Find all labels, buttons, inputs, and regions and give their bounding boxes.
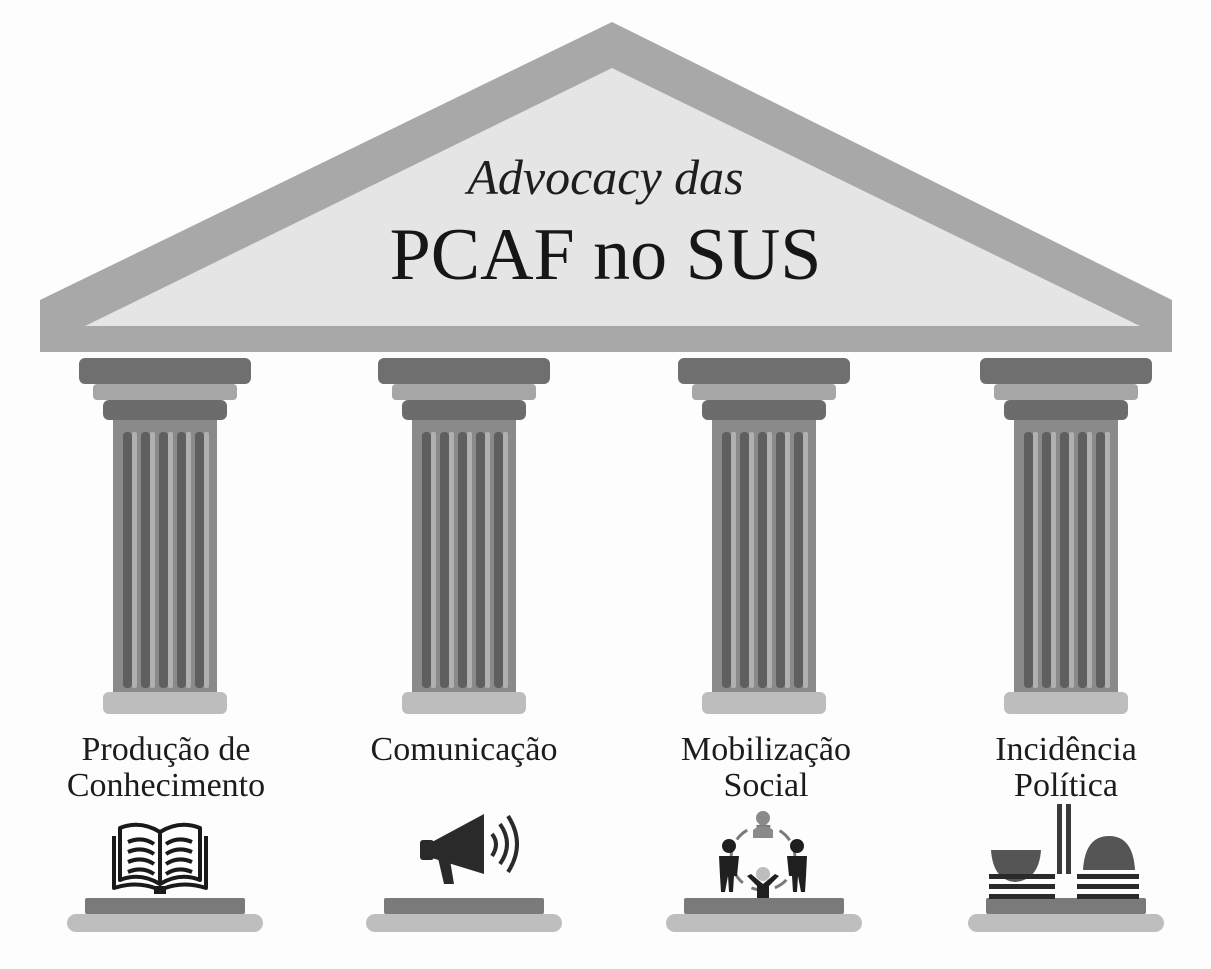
pillar-label-line1: Comunicação: [370, 731, 558, 768]
capital-bottom: [1004, 400, 1128, 420]
shaft-flute: [141, 432, 150, 688]
pediment-inner: [85, 68, 1140, 326]
people-circle-icon: [719, 811, 807, 898]
congress-building-icon: [989, 804, 1139, 899]
pediment: [40, 22, 1172, 352]
shaft-flute: [758, 432, 767, 688]
capital-middle: [692, 384, 836, 400]
shaft-highlight: [1033, 432, 1038, 688]
shaft-highlight: [503, 432, 508, 688]
capital-top: [378, 358, 550, 384]
column-base: [1004, 692, 1128, 714]
open-book-icon: [112, 822, 208, 894]
shaft-flute: [476, 432, 485, 688]
shaft-highlight: [449, 432, 454, 688]
capital-middle: [93, 384, 237, 400]
shaft-flute: [458, 432, 467, 688]
shaft-highlight: [785, 432, 790, 688]
shaft-flute: [123, 432, 132, 688]
shaft-flute: [1042, 432, 1051, 688]
shaft-flute: [776, 432, 785, 688]
shaft-flute: [1078, 432, 1087, 688]
shaft-highlight: [467, 432, 472, 688]
capital-bottom: [103, 400, 227, 420]
shaft-highlight: [767, 432, 772, 688]
pillar-label-incidencia: Incidência Política: [926, 732, 1206, 804]
capital-middle: [392, 384, 536, 400]
shaft-flute: [1060, 432, 1069, 688]
shaft-highlight: [186, 432, 191, 688]
shaft-flute: [440, 432, 449, 688]
shaft-flute: [195, 432, 204, 688]
pillar-label-line1: Produção de: [81, 731, 251, 768]
pillar-label-producao: Produção de Conhecimento: [26, 732, 306, 804]
platform-bottom: [67, 914, 263, 932]
column-comunicacao: [366, 358, 562, 932]
shaft-highlight: [485, 432, 490, 688]
shaft-highlight: [803, 432, 808, 688]
shaft-flute: [794, 432, 803, 688]
shaft-highlight: [1051, 432, 1056, 688]
platform-top: [684, 898, 844, 914]
shaft-flute: [177, 432, 186, 688]
column-base: [103, 692, 227, 714]
shaft-highlight: [168, 432, 173, 688]
title-line1: Advocacy das: [467, 149, 744, 205]
platform-bottom: [366, 914, 562, 932]
platform-top: [85, 898, 245, 914]
capital-top: [980, 358, 1152, 384]
shaft-flute: [722, 432, 731, 688]
shaft-highlight: [150, 432, 155, 688]
shaft-flute: [740, 432, 749, 688]
capital-middle: [994, 384, 1138, 400]
shaft-highlight: [132, 432, 137, 688]
capital-bottom: [402, 400, 526, 420]
shaft-highlight: [1069, 432, 1074, 688]
pillar-label-line1: Incidência: [995, 731, 1137, 768]
shaft-highlight: [204, 432, 209, 688]
column-base: [702, 692, 826, 714]
megaphone-icon: [420, 814, 519, 884]
platform-top: [384, 898, 544, 914]
pillar-label-line2: Conhecimento: [66, 767, 266, 804]
shaft-flute: [1024, 432, 1033, 688]
platform-top: [986, 898, 1146, 914]
column-producao: [67, 358, 263, 932]
shaft-highlight: [1105, 432, 1110, 688]
pillar-label-mobilizacao: Mobilização Social: [626, 732, 906, 804]
shaft-flute: [422, 432, 431, 688]
column-incidencia: [968, 358, 1164, 932]
columns: [67, 358, 1164, 932]
shaft-flute: [159, 432, 168, 688]
platform-bottom: [666, 914, 862, 932]
pillar-label-line2: Política: [1014, 767, 1118, 804]
shaft-flute: [494, 432, 503, 688]
shaft-highlight: [1087, 432, 1092, 688]
title-line2: PCAF no SUS: [389, 214, 822, 296]
capital-top: [678, 358, 850, 384]
capital-bottom: [702, 400, 826, 420]
pillar-label-line2: Social: [723, 767, 809, 804]
column-mobilizacao: [666, 358, 862, 932]
shaft-highlight: [431, 432, 436, 688]
shaft-flute: [1096, 432, 1105, 688]
shaft-highlight: [731, 432, 736, 688]
capital-top: [79, 358, 251, 384]
platform-bottom: [968, 914, 1164, 932]
shaft-highlight: [749, 432, 754, 688]
pillar-label-line1: Mobilização: [681, 731, 851, 768]
column-base: [402, 692, 526, 714]
pillar-label-comunicacao: Comunicação: [324, 732, 604, 768]
